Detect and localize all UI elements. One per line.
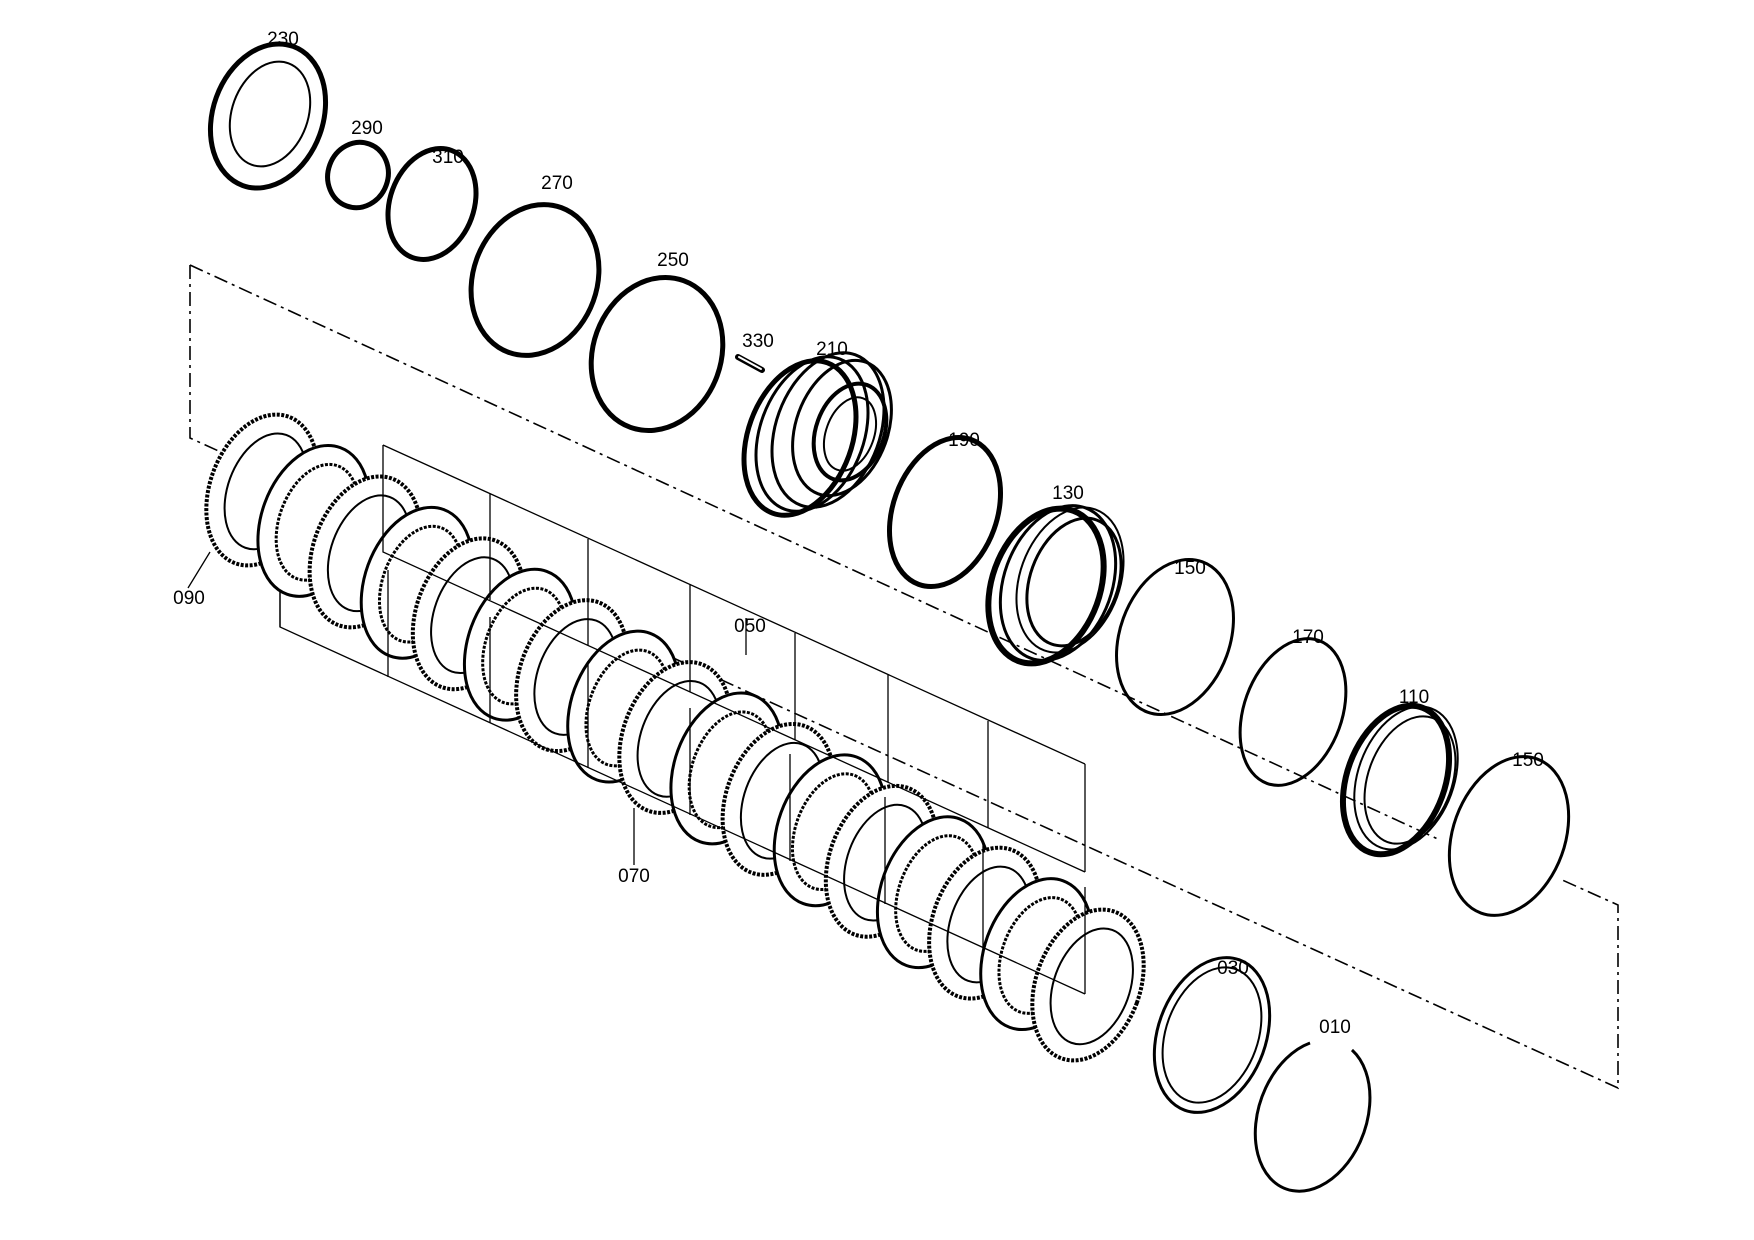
part-030-snap-ring xyxy=(1152,956,1272,1114)
label-290: 290 xyxy=(351,118,383,139)
label-070: 070 xyxy=(618,866,650,887)
part-210-piston xyxy=(741,351,893,518)
part-230-thrust-washer xyxy=(207,41,329,191)
part-190-o-ring xyxy=(886,434,1004,590)
part-310-o-ring xyxy=(385,146,479,262)
toothed-disc xyxy=(1030,907,1146,1063)
label-230: 230 xyxy=(267,29,299,50)
assembly-boundary xyxy=(189,264,1619,1090)
label-270: 270 xyxy=(541,173,573,194)
label-150-upper: 150 xyxy=(1174,558,1206,579)
label-250: 250 xyxy=(657,250,689,271)
part-170-o-ring xyxy=(1238,637,1348,787)
label-090: 090 xyxy=(173,588,205,609)
label-190: 190 xyxy=(948,430,980,451)
label-030: 030 xyxy=(1217,958,1249,979)
part-010-retaining-ring xyxy=(1253,1041,1372,1193)
label-150-lower: 150 xyxy=(1512,750,1544,771)
part-150-o-ring-upper xyxy=(1115,558,1235,716)
leader-lines xyxy=(187,551,635,865)
disc-group-brackets xyxy=(279,444,1086,995)
part-250-o-ring xyxy=(588,275,726,433)
clutch-disc-stack xyxy=(204,412,1146,1063)
label-170: 170 xyxy=(1292,627,1324,648)
label-130: 130 xyxy=(1052,483,1084,504)
label-310: 310 xyxy=(432,147,464,168)
part-150-o-ring-lower xyxy=(1447,755,1571,917)
part-130-bearing xyxy=(985,504,1125,667)
label-050: 050 xyxy=(734,616,766,637)
label-010: 010 xyxy=(1319,1017,1351,1038)
label-110: 110 xyxy=(1399,687,1429,708)
part-270-o-ring xyxy=(468,202,602,358)
label-330: 330 xyxy=(742,331,774,352)
part-110-ring xyxy=(1339,702,1459,858)
label-210: 210 xyxy=(816,339,848,360)
part-290-o-ring xyxy=(325,139,391,211)
